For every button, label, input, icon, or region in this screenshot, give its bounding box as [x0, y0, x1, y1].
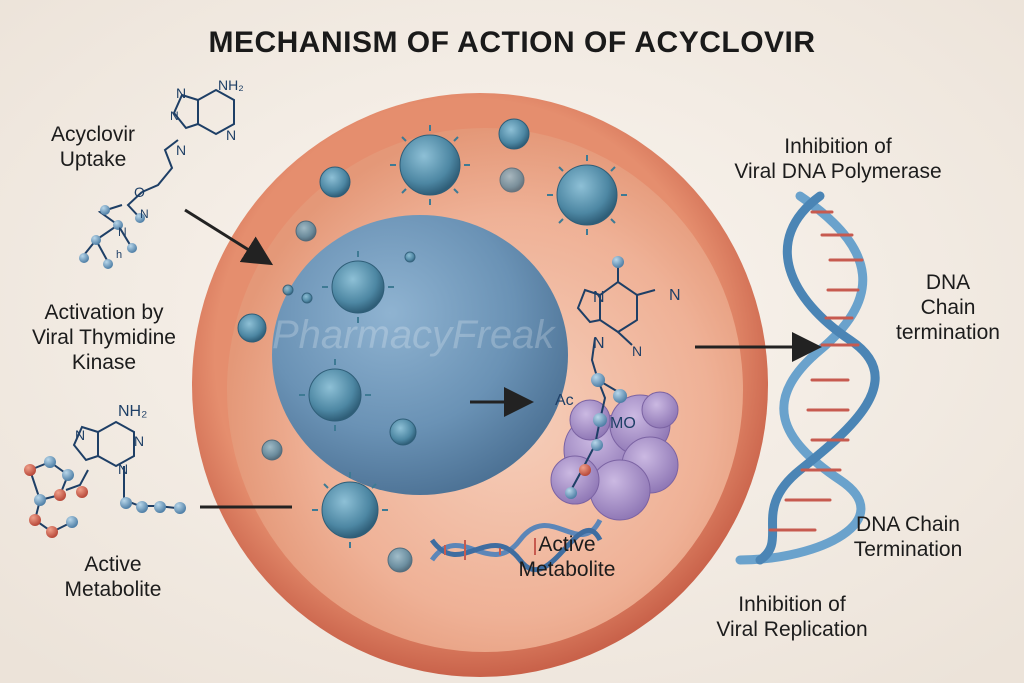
mol-n-center-4: N: [632, 343, 642, 359]
label-activation: Activation by Viral Thymidine Kinase: [14, 300, 194, 375]
mol-ac: Ac: [555, 392, 574, 409]
virus-particle: [282, 284, 294, 296]
virus-particle: [319, 166, 351, 198]
label-line: Metabolite: [518, 558, 616, 581]
virus-particle: [389, 418, 417, 446]
label-line: Viral Replication: [716, 618, 868, 641]
virus-particle: [547, 155, 627, 235]
mol-o-top: O: [134, 184, 145, 200]
mol-n-left-3: N: [118, 461, 128, 477]
mol-h-small: h: [116, 249, 122, 261]
mol-n-left-2: N: [134, 433, 144, 449]
label-acyclovir-uptake: Acyclovir Uptake: [38, 122, 148, 172]
mol-n-top-2: N: [226, 127, 236, 143]
mol-n-small-2: N: [140, 207, 149, 221]
mol-n-center-3: N: [593, 335, 605, 352]
label-line: DNA Chain: [856, 513, 960, 536]
mol-n-top-4: N: [170, 109, 179, 123]
molecule-atoms-top-left: [79, 205, 145, 269]
dna-double-helix: [735, 191, 880, 565]
mol-nh2-top: NH₂: [218, 77, 244, 93]
label-dna-chain-termination-mid: DNA Chain termination: [888, 270, 1008, 345]
virus-particle: [322, 251, 394, 323]
label-active-metabolite-left: Active Metabolite: [48, 552, 178, 602]
virus-particle: [387, 547, 413, 573]
label-inhibition-polymerase: Inhibition of Viral DNA Polymerase: [718, 134, 958, 184]
virus-particle: [237, 313, 267, 343]
virus-particle: [390, 125, 470, 205]
uptake-arrow: [184, 208, 274, 266]
virus-particle: [301, 292, 313, 304]
mol-mo: MO: [610, 415, 636, 432]
watermark: PharmacyFreak: [272, 313, 555, 357]
label-line: Metabolite: [64, 578, 162, 601]
label-line: Active: [84, 553, 142, 576]
label-line: Chain: [920, 296, 976, 319]
mol-n-top-1: N: [176, 85, 186, 101]
label-line: Termination: [853, 538, 963, 561]
label-line: Activation by: [44, 301, 164, 324]
mol-n-top-3: N: [176, 142, 186, 158]
molecule-atoms-center: [565, 256, 627, 499]
virus-particle: [312, 472, 388, 548]
viral-enzyme: [550, 391, 679, 521]
label-line: Inhibition of: [784, 135, 892, 158]
mol-n-center-1: N: [593, 289, 605, 306]
label-line: termination: [896, 321, 1000, 344]
molecule-atoms-lower-left: [24, 456, 186, 538]
virus-particle: [499, 167, 525, 193]
virus-particle: [404, 251, 416, 263]
mol-n-center-2: N: [669, 287, 681, 304]
process-arrows: [184, 208, 822, 509]
label-dna-chain-termination-low: DNA Chain Termination: [838, 512, 978, 562]
virus-particle: [299, 359, 371, 431]
label-line: Active: [538, 533, 596, 556]
mol-n-left-1: N: [75, 427, 85, 443]
virus-particle: [295, 220, 317, 242]
mol-n-small: N: [118, 225, 127, 239]
label-line: Viral DNA Polymerase: [734, 160, 942, 183]
dna-strand-in-cell: [429, 518, 603, 572]
label-active-metabolite-center: Active Metabolite: [502, 532, 632, 582]
label-line: Inhibition of: [738, 593, 846, 616]
label-line: Uptake: [59, 148, 127, 171]
virus-particle: [261, 439, 283, 461]
page-title: MECHANISM OF ACTION OF ACYCLOVIR: [208, 26, 816, 59]
virus-particles: [237, 118, 627, 573]
label-line: Kinase: [71, 351, 137, 374]
label-line: Viral Thymidine: [32, 326, 176, 349]
label-inhibition-replication: Inhibition of Viral Replication: [692, 592, 892, 642]
mol-nh2-left: NH₂: [118, 403, 147, 420]
label-line: Acyclovir: [50, 123, 135, 146]
virus-particle: [498, 118, 530, 150]
label-line: DNA: [925, 271, 971, 294]
